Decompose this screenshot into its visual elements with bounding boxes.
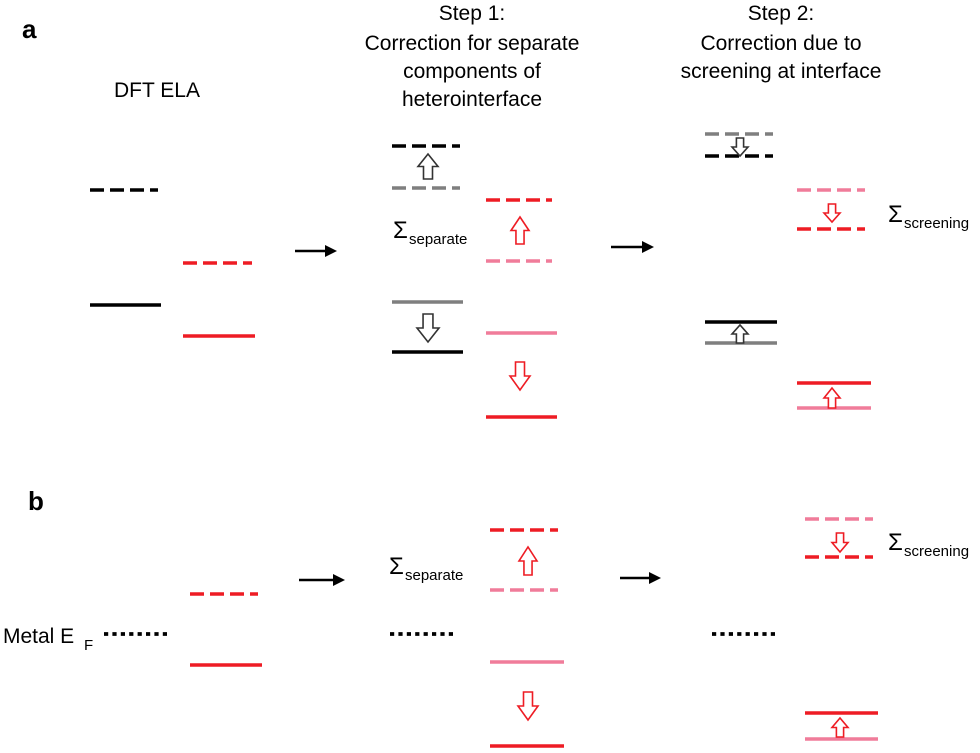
right-arrow-icon	[333, 574, 345, 586]
hollow-down-arrow-icon	[822, 203, 842, 224]
sigma-subscript: separate	[409, 231, 467, 248]
hollow-up-arrow-icon	[509, 215, 531, 245]
step1-header: Step 1: Correction for separate componen…	[365, 2, 580, 111]
sigma-symbol: Σ	[888, 201, 903, 228]
sigma-separate-label-b: Σ separate	[389, 553, 463, 584]
sigma-subscript: screening	[904, 543, 969, 560]
dft-ela-header: DFT ELA	[114, 79, 200, 102]
right-arrow-icon	[325, 245, 337, 257]
step1-header-line: components of	[403, 60, 541, 83]
step2-header-line: Step 2:	[748, 2, 815, 25]
step2-header-line: screening at interface	[681, 60, 882, 83]
sigma-subscript: screening	[904, 215, 969, 232]
energy-levels-and-arrows	[90, 132, 878, 748]
hollow-down-arrow-icon	[508, 361, 532, 392]
step2-header-line: Correction due to	[700, 32, 861, 55]
hollow-down-arrow-icon	[516, 691, 540, 722]
hollow-up-arrow-icon	[416, 152, 440, 180]
sigma-separate-label-a: Σ separate	[393, 217, 467, 248]
hollow-up-arrow-icon	[517, 545, 539, 576]
sigma-screening-label-a: Σ screening	[888, 201, 969, 232]
sigma-symbol: Σ	[888, 529, 903, 556]
right-arrow-icon	[642, 241, 654, 253]
sigma-subscript: separate	[405, 567, 463, 584]
metal-ef-text: Metal E	[3, 625, 74, 648]
right-arrow-icon	[649, 572, 661, 584]
panel-label-a: a	[22, 14, 37, 44]
hollow-down-arrow-icon	[730, 137, 750, 158]
sigma-symbol: Σ	[389, 553, 404, 580]
hollow-down-arrow-icon	[830, 532, 850, 554]
hollow-down-arrow-icon	[415, 313, 441, 344]
sigma-symbol: Σ	[393, 217, 408, 244]
sigma-screening-label-b: Σ screening	[888, 529, 969, 560]
step1-header-line: Step 1:	[439, 2, 506, 25]
step2-header: Step 2: Correction due to screening at i…	[681, 2, 882, 83]
step1-header-line: Correction for separate	[365, 32, 580, 55]
panel-label-b: b	[28, 486, 44, 516]
step1-header-line: heterointerface	[402, 88, 542, 111]
hollow-up-arrow-icon	[730, 323, 750, 344]
metal-ef-subscript: F	[84, 637, 93, 654]
metal-fermi-label: Metal E F	[3, 625, 93, 654]
hollow-up-arrow-icon	[830, 716, 850, 738]
hollow-up-arrow-icon	[822, 386, 842, 409]
